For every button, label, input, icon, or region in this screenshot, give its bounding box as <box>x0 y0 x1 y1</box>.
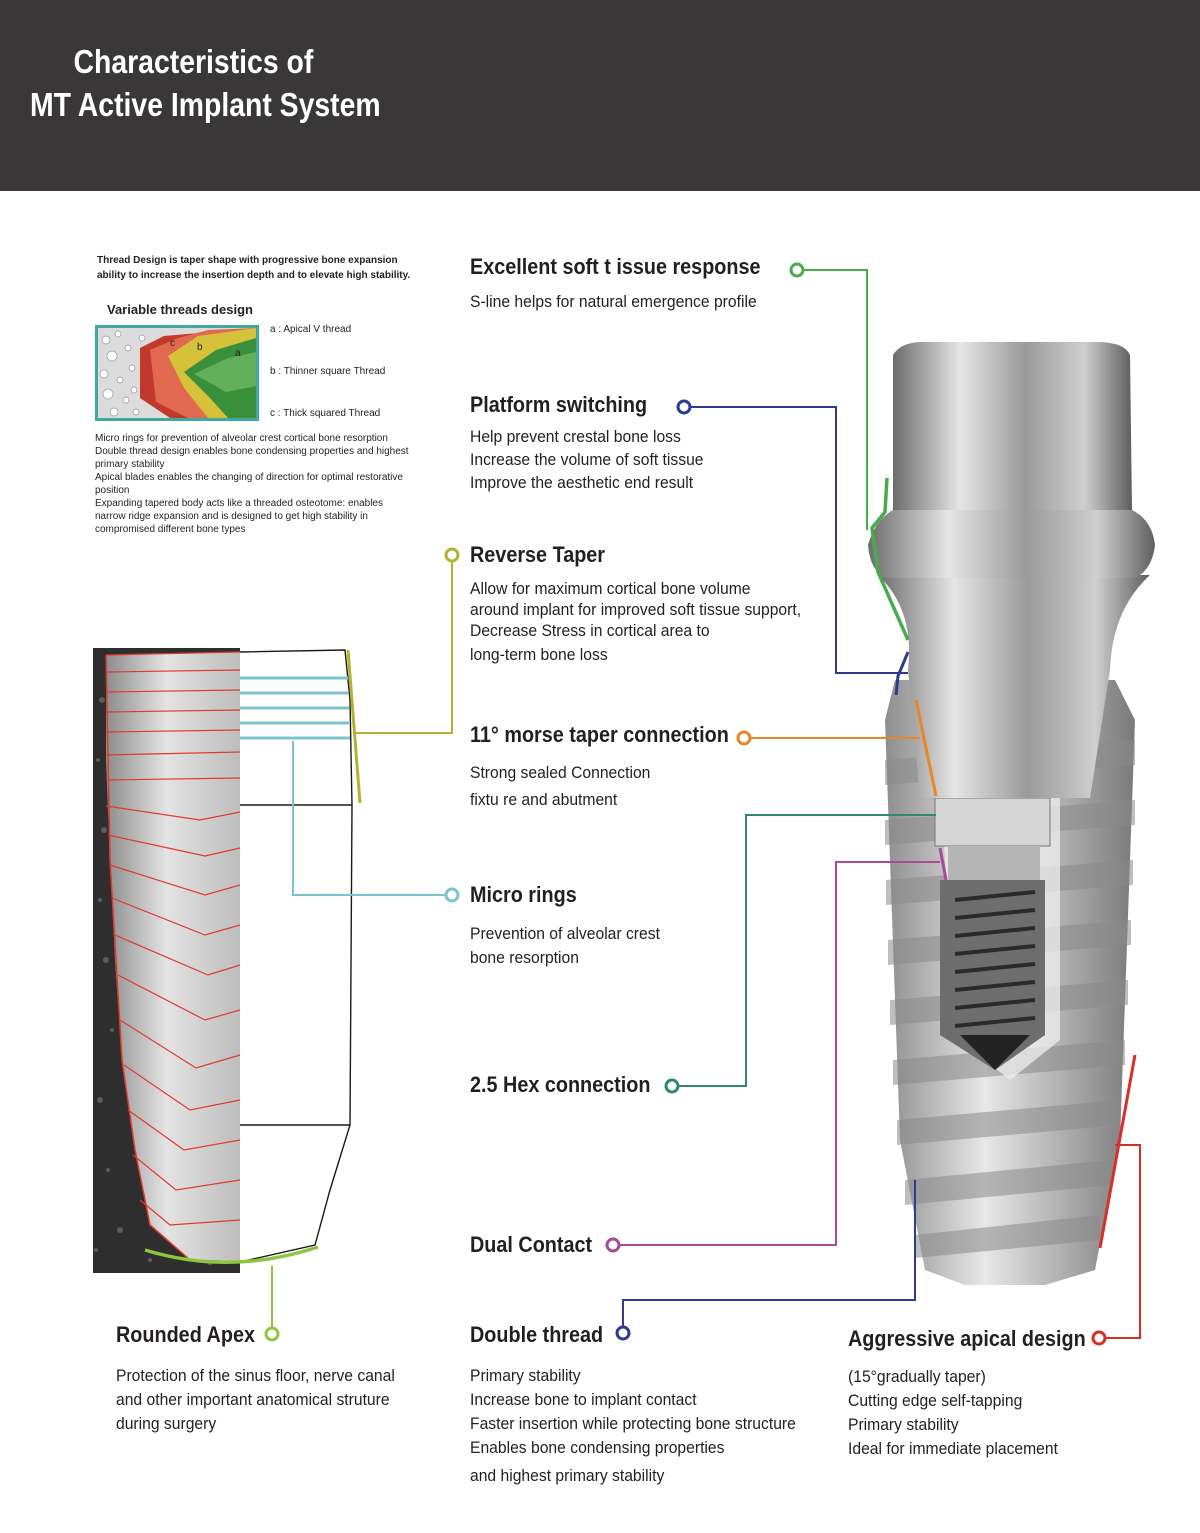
thread-inset-graphic <box>98 328 256 418</box>
feature-line: Help prevent crestal bone loss <box>470 428 681 446</box>
title-line-2: MT Active Implant System <box>30 86 381 123</box>
feature-line: Improve the aesthetic end result <box>470 474 694 492</box>
feature-title: Aggressive apical design <box>848 1326 1086 1351</box>
soft-tissue-mark <box>870 477 910 641</box>
feature-apex: Rounded Apex Protection of the sinus flo… <box>116 1322 410 1436</box>
feature-title: Reverse Taper <box>470 542 606 567</box>
inset-letter-a: a <box>235 348 241 359</box>
feature-line: Protection of the sinus floor, nerve can… <box>116 1367 395 1385</box>
bullet-dual-contact <box>605 1237 621 1253</box>
feature-apical: Aggressive apical design (15°gradually t… <box>848 1326 1112 1461</box>
platform-switching-mark <box>894 651 910 696</box>
dual-contact-leader <box>620 861 940 1246</box>
bullet-apical <box>1091 1330 1107 1346</box>
variable-threads-title: Variable threads design <box>107 302 253 317</box>
note-line: primary stability <box>95 459 165 470</box>
feature-line: Enables bone condensing properties <box>470 1439 725 1457</box>
feature-title: Double thread <box>470 1322 604 1347</box>
header-bar: Characteristics of MT Active Implant Sys… <box>0 0 1200 191</box>
feature-line: Strong sealed Connection <box>470 764 651 782</box>
bullet-apex <box>264 1326 280 1342</box>
feature-micro-rings: Micro rings Prevention of alveolar crest… <box>470 882 670 970</box>
feature-double-thread: Double thread Primary stability Increase… <box>470 1322 813 1488</box>
feature-line: S-line helps for natural emergence profi… <box>470 293 757 311</box>
feature-line: Primary stability <box>470 1367 581 1385</box>
feature-title: Excellent soft t issue response <box>470 254 761 279</box>
intro-line-1: Thread Design is taper shape with progre… <box>97 255 398 266</box>
implant-outline <box>239 649 353 1263</box>
feature-line: bone resorption <box>470 949 579 967</box>
bullet-double-thread <box>615 1325 631 1341</box>
feature-line: Ideal for immediate placement <box>848 1440 1058 1458</box>
feature-line: Increase the volume of soft tissue <box>470 451 704 469</box>
apical-mark <box>1098 1054 1137 1249</box>
bullet-morse-taper <box>736 730 752 746</box>
thread-label-c: c : Thick squared Thread <box>270 408 381 419</box>
dual-contact-mark <box>938 847 948 881</box>
bullet-platform-switching <box>676 399 692 415</box>
double-thread-leader <box>622 1180 916 1326</box>
hex-leader <box>679 814 936 1087</box>
feature-line: Decrease Stress in cortical area to <box>470 622 710 640</box>
feature-line: Prevention of alveolar crest <box>470 925 660 943</box>
feature-reverse-taper: Reverse Taper Allow for maximum cortical… <box>470 542 819 666</box>
feature-line: and other important anatomical struture <box>116 1391 390 1409</box>
soft-tissue-leader <box>804 269 868 530</box>
platform-switching-leader <box>690 406 908 674</box>
feature-line: long-term bone loss <box>470 646 608 664</box>
sem-image <box>93 648 241 1273</box>
title-line-1: Characteristics of <box>73 43 314 80</box>
intro-line-2: ability to increase the insertion depth … <box>97 270 411 281</box>
variable-threads-inset: c b a <box>95 325 259 421</box>
bullet-reverse-taper <box>444 547 460 563</box>
reverse-taper-leader <box>355 560 453 734</box>
page-title: Characteristics of MT Active Implant Sys… <box>30 40 381 126</box>
micro-ring-lines <box>240 676 350 740</box>
note-line: Micro rings for prevention of alveolar c… <box>95 433 388 444</box>
feature-line: Increase bone to implant contact <box>470 1391 697 1409</box>
feature-dual-contact: Dual Contact <box>470 1232 606 1258</box>
feature-title: 2.5 Hex connection <box>470 1072 651 1097</box>
note-line: narrow ridge expansion and is designed t… <box>95 511 368 522</box>
feature-hex: 2.5 Hex connection <box>470 1072 671 1098</box>
feature-title: Rounded Apex <box>116 1322 255 1347</box>
feature-title: Micro rings <box>470 882 577 907</box>
bullet-micro-rings <box>444 887 460 903</box>
feature-title: Platform switching <box>470 392 648 417</box>
feature-soft-tissue: Excellent soft t issue response S-line h… <box>470 254 793 314</box>
note-line: position <box>95 485 130 496</box>
feature-line: Primary stability <box>848 1416 959 1434</box>
inset-letter-b: b <box>197 342 203 353</box>
morse-taper-mark <box>914 699 938 797</box>
apical-leader <box>1106 1144 1141 1339</box>
thread-label-b: b : Thinner square Thread <box>270 366 386 377</box>
feature-platform-switching: Platform switching Help prevent crestal … <box>470 392 716 495</box>
feature-line: around implant for improved soft tissue … <box>470 601 802 619</box>
implant-render <box>868 342 1155 1285</box>
inset-letter-c: c <box>170 338 175 349</box>
feature-line: during surgery <box>116 1415 217 1433</box>
feature-line: Allow for maximum cortical bone volume <box>470 580 751 598</box>
feature-line: fixtu re and abutment <box>470 791 618 809</box>
feature-morse-taper: 11° morse taper connection Strong sealed… <box>470 722 758 814</box>
note-line: compromised different bone types <box>95 524 246 535</box>
feature-line: and highest primary stability <box>470 1467 665 1485</box>
note-line: Expanding tapered body acts like a threa… <box>95 498 383 509</box>
feature-line: Faster insertion while protecting bone s… <box>470 1415 796 1433</box>
bullet-soft-tissue <box>789 262 805 278</box>
feature-line: (15°gradually taper) <box>848 1368 986 1386</box>
feature-line: Cutting edge self-tapping <box>848 1392 1023 1410</box>
apex-arc <box>144 1245 319 1264</box>
reverse-taper-mark <box>346 649 362 804</box>
micro-rings-leader <box>292 741 445 896</box>
note-line: Double thread design enables bone conden… <box>95 446 409 457</box>
note-line: Apical blades enables the changing of di… <box>95 472 403 483</box>
bullet-hex <box>664 1078 680 1094</box>
thread-label-a: a : Apical V thread <box>270 324 352 335</box>
feature-title: 11° morse taper connection <box>470 722 729 747</box>
feature-title: Dual Contact <box>470 1232 593 1257</box>
